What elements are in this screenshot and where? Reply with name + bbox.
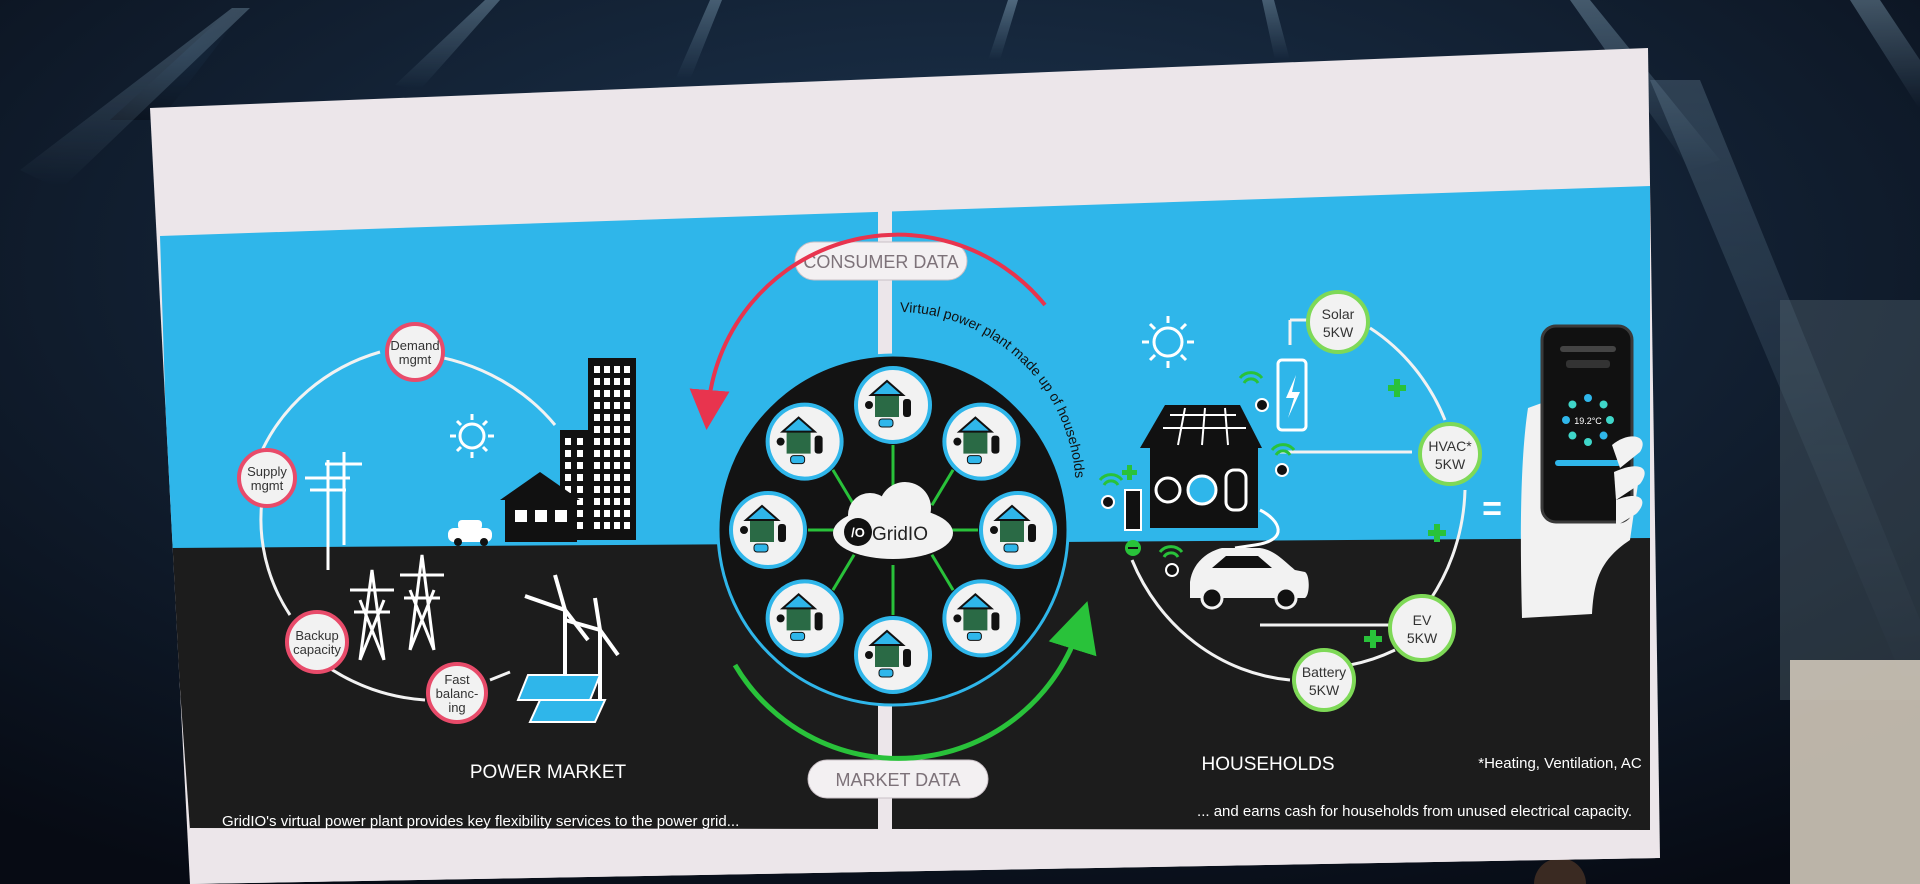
phone-app-dot: [1599, 400, 1608, 409]
house-icon: [500, 472, 580, 542]
household-asset-badge: Solar 5KW: [1306, 290, 1370, 354]
vpp-spokes: [808, 445, 978, 615]
market-service-label: Demand: [390, 338, 439, 353]
equals-sign: =: [1482, 490, 1502, 528]
market-service-label: mgmt: [251, 478, 284, 493]
household-asset-badge: HVAC* 5KW: [1418, 422, 1482, 486]
side-wall: [1790, 660, 1920, 884]
household-asset-power: 5KW: [1309, 682, 1340, 698]
phone-temperature: 19.2°C: [1574, 416, 1602, 426]
gridio-mark-text: /O: [851, 525, 865, 540]
car-icon: [448, 520, 492, 546]
vpp-household-node: [942, 402, 1021, 481]
red-flow-arrow: [689, 232, 1047, 430]
market-service-label: Fast: [444, 672, 470, 687]
market-service-label: mgmt: [399, 352, 432, 367]
market-service-label: ing: [448, 700, 465, 715]
utility-pole-icon: [305, 452, 362, 570]
sun-icon: [450, 414, 494, 458]
household-asset-power: 5KW: [1407, 630, 1438, 646]
phone-app-dot: [1568, 431, 1577, 440]
audience-head: [1534, 858, 1586, 884]
vpp-household-node: [729, 491, 807, 569]
market-service-label: Backup: [295, 628, 338, 643]
smart-house-icon: [1140, 405, 1262, 528]
vpp-spoke: [831, 469, 856, 507]
smart-meter-icon: [1101, 398, 1289, 577]
vpp-household-node: [942, 579, 1021, 658]
caption-right: ... and earns cash for households from u…: [1197, 803, 1632, 820]
household-asset-name: Solar: [1322, 306, 1355, 322]
wifi-icon: [1098, 371, 1296, 558]
phone-app-dot: [1606, 416, 1614, 424]
vpp-household-nodes: [729, 366, 1057, 694]
phone-app-dot: [1568, 400, 1577, 409]
solar-panel-icon: [516, 674, 607, 723]
household-asset-name: EV: [1413, 612, 1432, 628]
phone-app-screen: [1560, 346, 1616, 446]
phone-header-bar: [1560, 346, 1616, 352]
market-service-label: capacity: [293, 642, 341, 657]
market-service-label: balanc-: [436, 686, 479, 701]
household-asset-name: Battery: [1302, 664, 1346, 680]
power-market-title: POWER MARKET: [470, 762, 627, 783]
home-battery-icon: [1276, 358, 1308, 432]
side-screen: [1780, 300, 1920, 700]
charging-cable: [1234, 508, 1280, 550]
vpp-household-node: [765, 402, 844, 481]
market-service-label: Supply: [247, 464, 287, 479]
vpp-spoke: [831, 553, 856, 591]
virtual-power-plant: /O GridIO: [716, 353, 1070, 707]
households-illustration: Solar 5KW HVAC* 5KW EV 5KW Battery 5KW = 19.2°C: [1098, 290, 1645, 712]
household-asset-badge: EV 5KW: [1388, 594, 1456, 662]
phone-app-dot: [1584, 394, 1592, 402]
green-flow-arrow: [732, 601, 1097, 761]
household-asset-power: 5KW: [1435, 456, 1466, 472]
consumer-data-pill: CONSUMER DATA: [794, 241, 968, 281]
phone: [1540, 324, 1634, 524]
household-asset-power: 5KW: [1323, 324, 1354, 340]
phone-app-dot: [1562, 416, 1570, 424]
electric-car-icon: [1190, 548, 1309, 610]
stage-light-beams: [20, 0, 1920, 720]
households-title: HOUSEHOLDS: [1201, 754, 1334, 775]
pylon-icon: [350, 554, 444, 661]
market-data-pill: MARKET DATA: [807, 759, 989, 799]
vpp-household-node: [979, 491, 1057, 569]
gridio-logo-mark: [844, 518, 872, 546]
hand-holding-phone-icon: 19.2°C: [1520, 324, 1645, 618]
market-service-badges: DemandmgmtSupplymgmtBackupcapacityFastba…: [237, 322, 488, 724]
household-asset-name: HVAC*: [1428, 438, 1472, 454]
phone-app-dot: [1584, 438, 1592, 446]
vpp-spoke: [930, 553, 955, 591]
phone-app-dot: [1599, 431, 1608, 440]
vpp-spoke: [930, 469, 955, 507]
plus-icons: [1122, 379, 1446, 648]
household-asset-badge: Battery 5KW: [1292, 648, 1356, 712]
market-data-label: MARKET DATA: [835, 770, 960, 790]
footnote: *Heating, Ventilation, AC: [1478, 755, 1642, 772]
household-asset-badges: Solar 5KW HVAC* 5KW EV 5KW Battery 5KW: [1292, 290, 1482, 712]
phone-header-bar: [1566, 360, 1610, 368]
caption-left: GridIO's virtual power plant provides ke…: [222, 813, 739, 830]
vpp-household-node: [854, 366, 932, 444]
gridio-cloud: /O GridIO: [833, 482, 953, 559]
household-sun-icon: [1142, 316, 1194, 368]
power-market-illustration: DemandmgmtSupplymgmtBackupcapacityFastba…: [237, 322, 636, 724]
vpp-household-node: [854, 616, 932, 694]
consumer-data-label: CONSUMER DATA: [803, 252, 958, 272]
vpp-household-node: [765, 579, 844, 658]
gridio-brand-text: GridIO: [872, 524, 928, 545]
